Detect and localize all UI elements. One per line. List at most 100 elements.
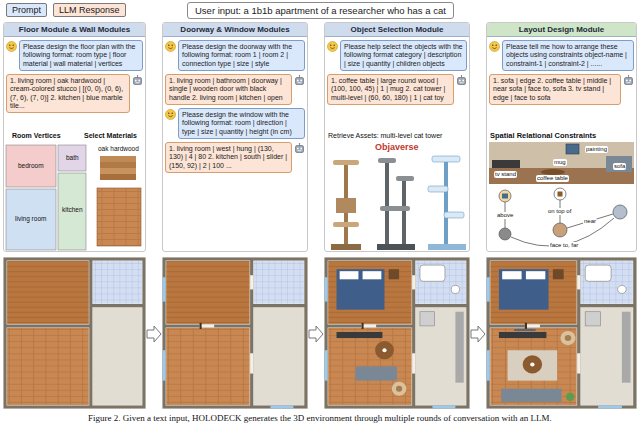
object-label: mug	[553, 159, 567, 166]
room-vertices-plan	[58, 173, 86, 250]
room-photo	[606, 156, 632, 172]
user-icon	[13, 45, 14, 46]
render-panel	[3, 257, 146, 409]
room-vertices-plan	[6, 189, 56, 250]
robot-icon	[459, 80, 461, 82]
prompt-text: Please design the doorway with the follo…	[182, 43, 301, 68]
robot-icon	[460, 82, 464, 84]
user-icon	[172, 45, 173, 46]
render-panel	[523, 355, 542, 373]
cat-tower-asset	[444, 212, 464, 218]
module-title: Doorway & Window Modules	[163, 23, 307, 37]
robot-icon	[626, 80, 628, 82]
robot-icon	[294, 75, 305, 86]
relation-label: near	[583, 218, 597, 225]
response-box: 1. living room | bathroom | doorway | si…	[165, 74, 292, 105]
render-panel	[162, 257, 308, 409]
response-text: 1. coffee table | large round wood | (10…	[331, 77, 450, 102]
render-panel	[514, 329, 536, 331]
render-panel	[392, 382, 407, 396]
user-icon	[328, 42, 338, 52]
robot-icon	[132, 75, 143, 86]
flow-arrow	[309, 326, 323, 342]
legend-text: Prompt	[12, 5, 41, 15]
user-icon	[6, 41, 17, 52]
robot-icon	[297, 148, 299, 150]
robot-icon	[136, 82, 140, 84]
panel-label: Retrieve Assets: multi-level cat tower	[328, 132, 442, 140]
robot-icon	[628, 76, 629, 78]
cat-tower-asset	[380, 206, 410, 211]
render-panel	[486, 257, 637, 409]
render-panel	[375, 341, 394, 359]
response-text: 1. living room | west | hung | (130, 130…	[169, 145, 288, 170]
robot-icon	[628, 75, 629, 76]
cat-tower-asset	[331, 244, 361, 250]
cat-tower-asset	[333, 222, 359, 227]
room-photo	[489, 142, 634, 184]
response-box: 1. living room | oak hardwood | cream-co…	[6, 74, 130, 113]
module-title: Layout Design Module	[487, 23, 636, 37]
panel-label: Select Materials	[84, 132, 137, 140]
response-text: 1. living room | bathroom | doorway | si…	[169, 77, 288, 102]
constraint-graph	[553, 223, 567, 237]
robot-icon	[462, 80, 464, 82]
constraint-graph	[499, 188, 627, 246]
cat-tower-asset	[385, 158, 389, 246]
constraint-graph	[554, 188, 566, 200]
relation-label: face to, far	[549, 242, 579, 249]
user-icon	[165, 109, 176, 120]
user-icon	[330, 48, 334, 49]
robot-icon	[629, 80, 631, 82]
prompt-text: Please tell me how to arrange these obje…	[506, 43, 630, 68]
robot-icon	[625, 78, 633, 85]
robot-icon	[134, 78, 142, 85]
render-panel	[3, 257, 146, 409]
figure-caption: Figure 2. Given a text input, HOLODECK g…	[88, 413, 552, 423]
cat-tower-asset	[428, 244, 466, 250]
render-panel	[324, 257, 470, 409]
source-logo: Objaverse	[375, 143, 419, 153]
response-text: 1. living room | oak hardwood | cream-co…	[10, 77, 126, 110]
material-swatch	[97, 188, 141, 246]
robot-icon	[294, 143, 305, 154]
user-icon	[496, 45, 497, 46]
material-swatch	[100, 168, 136, 174]
cat-tower-asset	[428, 156, 466, 250]
relation-label: on top of	[547, 208, 572, 215]
robot-icon	[135, 80, 137, 82]
cat-tower-asset	[336, 198, 356, 213]
material-swatch	[100, 174, 136, 180]
user-icon	[492, 48, 496, 49]
constraint-graph	[499, 228, 511, 240]
robot-icon	[299, 76, 300, 78]
robot-icon	[627, 82, 631, 84]
prompt-box: Please tell me how to arrange these obje…	[502, 40, 634, 71]
robot-icon	[298, 150, 302, 152]
render-panel	[382, 348, 386, 352]
prompt-text: Please design the window with the follow…	[182, 111, 301, 136]
response-box: 1. sofa | edge 2. coffee table | middle …	[489, 74, 621, 105]
robot-icon	[299, 144, 300, 146]
room-photo	[566, 144, 579, 154]
robot-icon	[296, 146, 304, 153]
prompt-text: Please design the floor plan with the fo…	[23, 43, 139, 68]
render-panel	[566, 393, 575, 401]
cat-tower-asset	[377, 244, 415, 250]
panel-label: Room Vertices	[12, 132, 61, 140]
room-vertices-plan	[6, 145, 86, 250]
robot-icon	[623, 75, 634, 86]
render-panel	[560, 331, 575, 345]
cat-tower-asset	[444, 156, 448, 246]
room-label: kitchen	[62, 206, 83, 213]
prompt-box: Please help select the objects with the …	[340, 40, 467, 71]
cat-tower-asset	[333, 160, 359, 165]
robot-icon	[299, 143, 300, 144]
cat-tower-asset	[428, 186, 448, 192]
object-label: sofa	[613, 163, 626, 170]
user-icon	[330, 45, 331, 46]
legend-swatch: Prompt	[6, 3, 47, 17]
cat-tower-asset	[331, 160, 361, 250]
render-panel	[355, 366, 397, 380]
